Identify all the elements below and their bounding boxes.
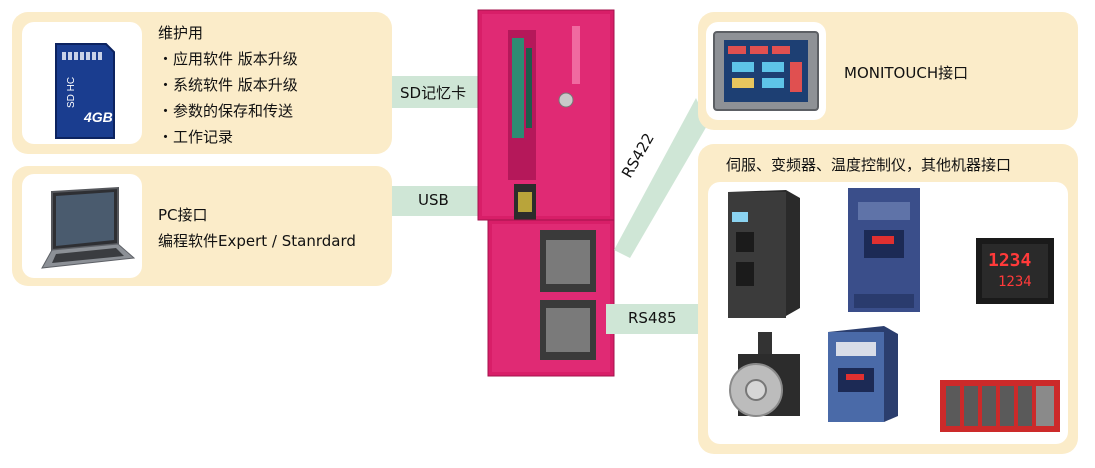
temp-controller-display-top: 1234 — [988, 250, 1032, 271]
servo-motor-icon — [729, 332, 800, 417]
pc-panel: PC接口 编程软件Expert / Stanrdard — [12, 166, 392, 286]
rs422-connector-band — [614, 98, 708, 258]
inverter-icon — [848, 188, 920, 312]
rs485-connector-label: RS485 — [628, 309, 677, 327]
monitouch-title: MONITOUCH接口 — [844, 64, 969, 82]
maintenance-list: ・应用软件 版本升级 ・系统软件 版本升级 ・参数的保存和传送 ・工作记录 — [158, 46, 298, 150]
controller-unit — [477, 9, 615, 377]
sd-connector-band — [392, 76, 482, 108]
servo-amplifier-icon — [728, 190, 800, 318]
maintenance-item-work-log: ・工作记录 — [158, 128, 234, 146]
monitouch-image-box — [706, 22, 826, 120]
monitouch-panel: MONITOUCH接口 — [698, 12, 1078, 130]
maintenance-title: 维护用 — [158, 24, 204, 42]
sd-card-capacity-label: 4GB — [83, 109, 113, 125]
rs485-connector-band — [606, 304, 702, 334]
sd-card-image-box: SD HC 4GB — [22, 22, 142, 144]
devices-panel: 伺服、变频器、温度控制仪，其他机器接口 — [698, 144, 1078, 454]
devices-illustration: 1234 1234 — [728, 188, 1060, 432]
usb-connector-label: USB — [418, 191, 449, 209]
temp-controller-display-bottom: 1234 — [998, 274, 1032, 290]
laptop-icon — [41, 186, 136, 269]
sd-card-icon: SD HC 4GB — [55, 43, 115, 139]
sd-connector-label: SD记忆卡 — [400, 84, 467, 102]
maintenance-item-system-update: ・系统软件 版本升级 — [158, 76, 298, 94]
touch-panel-icon — [713, 31, 819, 111]
temperature-controller-icon: 1234 1234 — [976, 238, 1054, 304]
pc-title: PC接口 — [158, 206, 208, 224]
usb-connector-band — [392, 186, 482, 216]
maintenance-panel: SD HC 4GB 维护用 ・应用软件 版本升级 ・系统软件 版本升级 ・参数的… — [12, 12, 392, 154]
plc-module-icon — [940, 380, 1060, 432]
maintenance-item-parameter-save: ・参数的保存和传送 — [158, 102, 294, 120]
small-inverter-icon — [828, 326, 898, 422]
devices-image-box: 1234 1234 — [708, 182, 1068, 444]
laptop-image-box — [22, 174, 142, 278]
maintenance-item-app-update: ・应用软件 版本升级 — [158, 50, 298, 68]
devices-title: 伺服、变频器、温度控制仪，其他机器接口 — [726, 156, 1012, 174]
sd-card-type-label: SD HC — [66, 77, 77, 108]
pc-subtitle: 编程软件Expert / Stanrdard — [158, 232, 356, 250]
